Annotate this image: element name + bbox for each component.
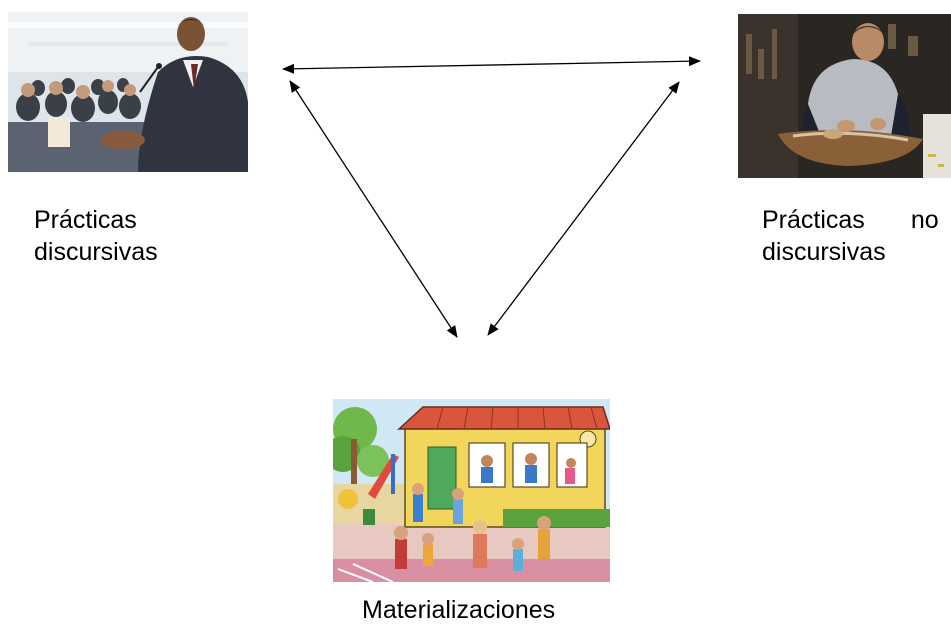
school-building-illustration — [333, 399, 610, 582]
caption-nondiscursive-word1: Prácticas — [762, 206, 865, 234]
arrow-discursive-nondiscursive — [282, 56, 701, 74]
caption-materializations: Materializaciones — [362, 596, 556, 624]
speaker-audience-photo — [8, 12, 248, 172]
caption-discursive-practices: Prácticas discursivas — [34, 204, 158, 268]
caption-nondiscursive-line2: discursivas — [762, 238, 886, 266]
caption-nondiscursive-word2: no — [910, 206, 939, 234]
arrow-nondiscursive-materializations — [487, 81, 680, 336]
caption-discursive-line2: discursivas — [34, 238, 158, 266]
caption-discursive-line1: Prácticas — [34, 206, 137, 234]
caption-non-discursive-practices: Prácticas no discursivas — [762, 204, 951, 268]
arrow-discursive-materializations — [289, 80, 458, 338]
craftsman-model-ship-photo — [738, 14, 951, 178]
